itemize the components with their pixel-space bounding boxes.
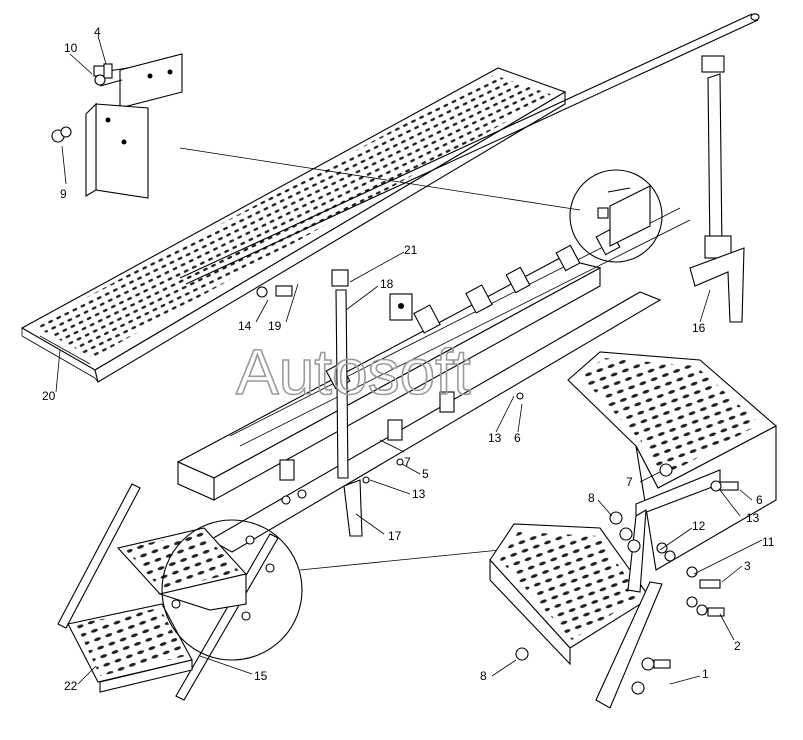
fasteners bbox=[94, 63, 739, 695]
callout-4: 4 bbox=[94, 25, 101, 39]
callout-16: 16 bbox=[692, 321, 706, 335]
callout-6-a: 6 bbox=[514, 431, 521, 445]
foot-plate-upper bbox=[567, 351, 777, 571]
upper-bracket bbox=[51, 53, 581, 211]
callout-13-a: 13 bbox=[488, 431, 502, 445]
callout-20: 20 bbox=[42, 389, 56, 403]
callout-labels: 4 10 9 21 18 14 19 20 16 13 6 5 7 13 17 … bbox=[42, 25, 775, 693]
callout-7-a: 7 bbox=[404, 455, 411, 469]
callout-22: 22 bbox=[64, 679, 78, 693]
callout-21: 21 bbox=[404, 243, 418, 257]
callout-6-b: 6 bbox=[756, 493, 763, 507]
callout-8-a: 8 bbox=[588, 491, 595, 505]
callout-1: 1 bbox=[702, 667, 709, 681]
walkway-plank bbox=[20, 67, 567, 383]
ladder-steps bbox=[57, 483, 279, 701]
detail-circles bbox=[161, 169, 663, 661]
circle-detail-bracket bbox=[597, 185, 651, 247]
callout-3: 3 bbox=[744, 559, 751, 573]
leader-lines bbox=[55, 35, 763, 685]
callout-19: 19 bbox=[268, 319, 282, 333]
callout-10: 10 bbox=[64, 41, 78, 55]
foot-plate-lower bbox=[489, 523, 651, 666]
callout-5: 5 bbox=[422, 467, 429, 481]
callout-12: 12 bbox=[692, 519, 706, 533]
callout-18: 18 bbox=[380, 277, 394, 291]
callout-14: 14 bbox=[238, 319, 252, 333]
callout-17: 17 bbox=[388, 529, 402, 543]
callout-11: 11 bbox=[762, 535, 775, 549]
rear-post bbox=[689, 55, 745, 323]
main-frame bbox=[176, 207, 691, 553]
callout-13-b: 13 bbox=[412, 487, 426, 501]
callout-13-c: 13 bbox=[746, 511, 760, 525]
callout-7-b: 7 bbox=[626, 475, 633, 489]
callout-9: 9 bbox=[60, 187, 67, 201]
callout-8-b: 8 bbox=[480, 669, 487, 683]
watermark: Autosoft bbox=[236, 336, 471, 408]
middle-post bbox=[331, 269, 363, 537]
callout-2: 2 bbox=[734, 639, 741, 653]
callout-15: 15 bbox=[254, 669, 268, 683]
handrail-pipe bbox=[179, 13, 760, 285]
